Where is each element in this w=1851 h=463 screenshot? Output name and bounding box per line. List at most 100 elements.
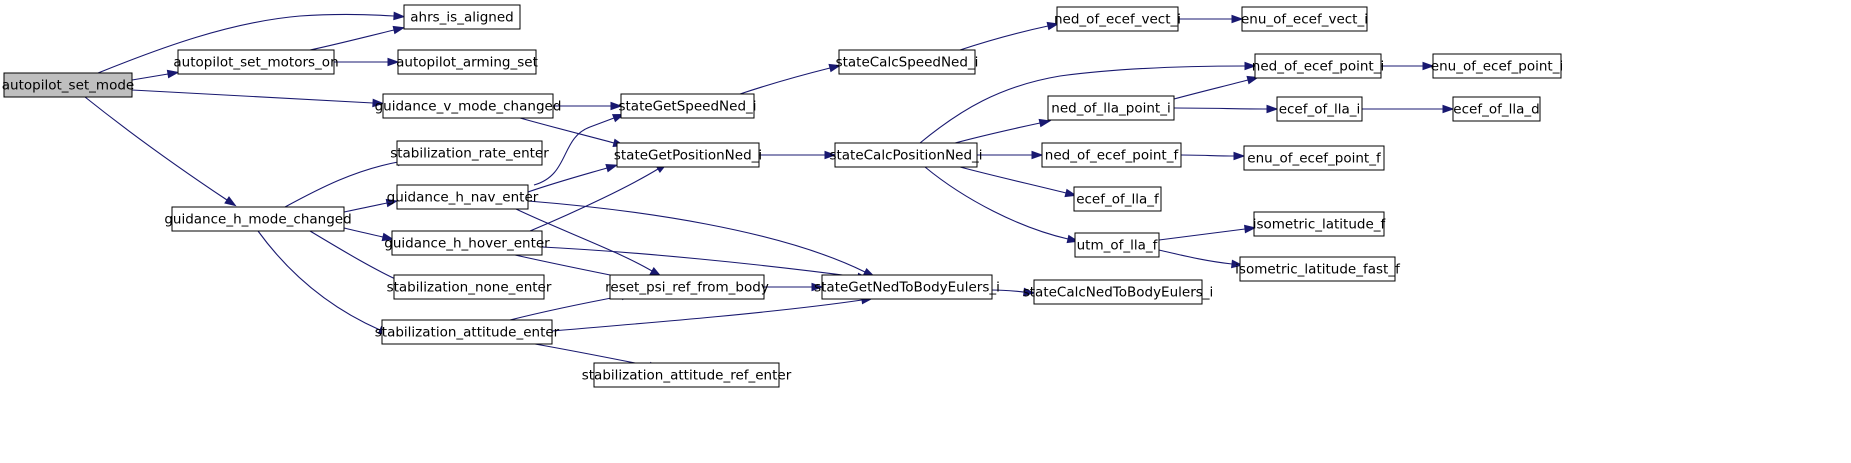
node-box [1243, 145, 1385, 171]
node-box [396, 140, 543, 166]
node-label: isometric_latitude_fast_f [1235, 262, 1401, 278]
node-label: ahrs_is_aligned [410, 10, 513, 26]
node-enu-of-ecef-point-f[interactable]: enu_of_ecef_point_f [1243, 145, 1385, 171]
arrowhead-icon [1064, 188, 1078, 198]
node-box [1047, 95, 1175, 121]
node-ned-of-ecef-point-i[interactable]: ned_of_ecef_point_i [1252, 53, 1384, 79]
edge-line [1180, 154, 1235, 157]
node-box [397, 49, 537, 75]
node-statecalcspeedned-i[interactable]: stateCalcSpeedNed_i [836, 49, 979, 75]
node-autopilot-set-motors-on[interactable]: autopilot_set_motors_on [173, 49, 339, 75]
node-label: guidance_h_nav_enter [387, 190, 539, 206]
edge-line [991, 289, 1025, 293]
arrowhead-icon [1038, 118, 1052, 128]
edge-line [309, 230, 403, 283]
edge-line [1158, 228, 1246, 241]
edge-stabilization-attitude-enter-to-stategetnedtobodyeulers-i [551, 295, 874, 332]
node-stabilization-attitude-ref-enter[interactable]: stabilization_attitude_ref_enter [582, 362, 792, 388]
node-box [382, 93, 554, 119]
node-autopilot-set-mode[interactable]: autopilot_set_mode [2, 72, 134, 98]
arrowhead-icon [166, 69, 180, 79]
node-label: ecef_of_lla_f [1076, 192, 1160, 208]
edge-stategetnedtobodyeulers-i-to-statecalcnedtobodyeulers-i [991, 287, 1036, 297]
node-guidance-h-mode-changed[interactable]: guidance_h_mode_changed [164, 206, 352, 232]
node-stabilization-rate-enter[interactable]: stabilization_rate_enter [390, 140, 549, 166]
node-label: reset_psi_ref_from_body [605, 280, 769, 296]
node-label: guidance_h_mode_changed [164, 212, 351, 228]
node-stabilization-attitude-enter[interactable]: stabilization_attitude_enter [375, 319, 560, 345]
node-ned-of-lla-point-i[interactable]: ned_of_lla_point_i [1047, 95, 1175, 121]
node-guidance-h-hover-enter[interactable]: guidance_h_hover_enter [384, 230, 550, 256]
node-box [396, 184, 529, 210]
edge-stategetspeedned-i-to-statecalcspeedned-i [739, 63, 842, 95]
node-stategetnedtobodyeulers-i[interactable]: stateGetNedToBodyEulers_i [814, 274, 1000, 300]
edge-autopilot-set-mode-to-guidance-h-mode-changed [84, 96, 237, 207]
arrowhead-icon [1442, 104, 1455, 114]
node-enu-of-ecef-point-i[interactable]: enu_of_ecef_point_i [1431, 53, 1563, 79]
edge-line [519, 117, 615, 144]
node-label: stateCalcSpeedNed_i [836, 55, 979, 71]
node-box [616, 142, 760, 168]
node-ned-of-ecef-point-f[interactable]: ned_of_ecef_point_f [1041, 142, 1182, 168]
node-box [393, 274, 545, 300]
node-label: autopilot_set_motors_on [173, 55, 338, 71]
node-isometric-latitude-fast-f[interactable]: isometric_latitude_fast_f [1235, 256, 1401, 282]
node-label: ned_of_ecef_point_i [1252, 59, 1384, 75]
node-autopilot-arming-set[interactable]: autopilot_arming_set [396, 49, 538, 75]
arrowhead-icon [811, 282, 824, 292]
node-utm-of-lla-f[interactable]: utm_of_lla_f [1074, 232, 1160, 258]
edge-line [509, 295, 623, 321]
node-label: autopilot_set_mode [2, 78, 134, 94]
edge-statecalcpositionned-i-to-ned-of-ecef-point-i [919, 61, 1257, 144]
arrowhead-icon [828, 63, 842, 73]
node-box [177, 49, 335, 75]
edge-stategetpositionned-i-to-statecalcpositionned-i [759, 150, 837, 160]
node-ecef-of-lla-f[interactable]: ecef_of_lla_f [1073, 186, 1162, 212]
node-enu-of-ecef-vect-i[interactable]: enu_of_ecef_vect_i [1241, 6, 1368, 32]
node-guidance-h-nav-enter[interactable]: guidance_h_nav_enter [387, 184, 539, 210]
node-label: isometric_latitude_f [1253, 217, 1387, 233]
edge-ned-of-ecef-vect-i-to-enu-of-ecef-vect-i [1178, 14, 1244, 24]
node-box [821, 274, 993, 300]
edge-line [343, 202, 388, 213]
node-label: ecef_of_lla_i [1279, 102, 1361, 118]
node-statecalcpositionned-i[interactable]: stateCalcPositionNed_i [829, 142, 983, 168]
arrowhead-icon [1422, 61, 1435, 71]
node-ned-of-ecef-vect-i[interactable]: ned_of_ecef_vect_i [1054, 6, 1181, 32]
arrowhead-icon [392, 25, 406, 35]
node-statecalcnedtobodyeulers-i[interactable]: stateCalcNedToBodyEulers_i [1023, 279, 1214, 305]
edge-line [84, 96, 228, 201]
edge-statecalcpositionned-i-to-ecef-of-lla-f [959, 166, 1078, 198]
node-ecef-of-lla-d[interactable]: ecef_of_lla_d [1452, 96, 1541, 122]
edge-guidance-h-nav-enter-to-stategetpositionned-i [527, 163, 619, 193]
edge-guidance-h-nav-enter-to-stategetnedtobodyeulers-i [527, 200, 876, 278]
node-stategetspeedned-i[interactable]: stateGetSpeedNed_i [618, 93, 757, 119]
node-box [834, 142, 978, 168]
node-label: autopilot_arming_set [396, 55, 538, 71]
node-box [1254, 53, 1382, 79]
edge-ned-of-lla-point-i-to-ecef-of-lla-i [1173, 104, 1279, 114]
node-box [1241, 6, 1368, 32]
node-stategetpositionned-i[interactable]: stateGetPositionNed_i [614, 142, 762, 168]
arrowhead-icon [1231, 14, 1244, 24]
edge-statecalcpositionned-i-to-ned-of-ecef-point-f [977, 150, 1044, 160]
arrowhead-icon [605, 163, 619, 173]
node-label: ecef_of_lla_d [1453, 102, 1539, 118]
node-isometric-latitude-f[interactable]: isometric_latitude_f [1253, 211, 1387, 237]
edge-reset-psi-ref-from-body-to-stategetnedtobodyeulers-i [764, 282, 824, 292]
node-box [1239, 256, 1396, 282]
edge-autopilot-set-motors-on-to-ahrs-is-aligned [309, 25, 406, 51]
node-stabilization-none-enter[interactable]: stabilization_none_enter [387, 274, 552, 300]
node-ahrs-is-aligned[interactable]: ahrs_is_aligned [403, 4, 521, 30]
node-box [381, 319, 553, 345]
node-box [620, 93, 755, 119]
edge-guidance-h-mode-changed-to-guidance-h-nav-enter [343, 198, 399, 213]
edge-line [919, 65, 1246, 144]
node-ecef-of-lla-i[interactable]: ecef_of_lla_i [1276, 96, 1363, 122]
edge-ned-of-ecef-point-f-to-enu-of-ecef-point-f [1180, 151, 1246, 161]
node-label: enu_of_ecef_point_f [1247, 151, 1382, 167]
node-reset-psi-ref-from-body[interactable]: reset_psi_ref_from_body [605, 274, 769, 300]
edge-ned-of-lla-point-i-to-ned-of-ecef-point-i [1173, 75, 1260, 100]
node-guidance-v-mode-changed[interactable]: guidance_v_mode_changed [375, 93, 562, 119]
